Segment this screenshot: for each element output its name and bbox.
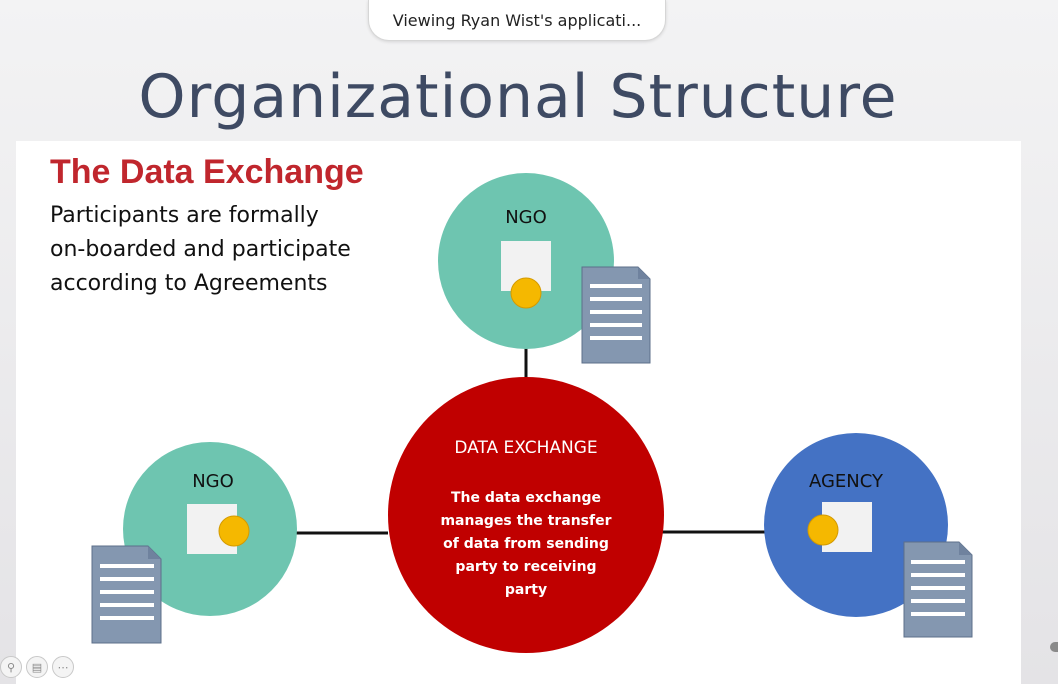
more-icon[interactable]: ⋯ [52, 656, 74, 678]
agency-node: AGENCY [764, 433, 948, 617]
data-exchange-body-line: manages the transfer [440, 513, 611, 529]
sharing-status-text: Viewing Ryan Wist's applicati... [392, 10, 642, 30]
data-exchange-circle [388, 377, 664, 653]
data-exchange-node: DATA EXCHANGE The data exchange manages … [388, 377, 664, 653]
slide-heading: The Data Exchange [50, 153, 364, 191]
left-ngo-node: NGO [123, 442, 297, 616]
description-line: on-boarded and participate [50, 237, 351, 262]
sharing-status-banner[interactable]: Viewing Ryan Wist's applicati... [368, 0, 666, 41]
agency-label: AGENCY [809, 471, 884, 492]
org-structure-diagram: NGO NGO [91, 173, 973, 653]
slide-description: Participants are formally on-boarded and… [50, 199, 410, 301]
data-exchange-body-line: of data from sending [443, 536, 609, 552]
data-exchange-body-line: party [505, 582, 547, 598]
scroll-handle[interactable] [1050, 642, 1058, 652]
left-ngo-label: NGO [192, 471, 234, 492]
document-icon [903, 541, 973, 638]
slide-content: The Data Exchange Participants are forma… [16, 141, 1021, 684]
document-icon [581, 266, 651, 364]
left-connector-dot [218, 515, 250, 547]
presentation-controls: ⚲ ▤ ⋯ [0, 656, 74, 682]
top-ngo-node: NGO [438, 173, 614, 349]
search-icon[interactable]: ⚲ [0, 656, 22, 678]
top-ngo-label: NGO [505, 207, 547, 228]
description-line: Participants are formally [50, 203, 319, 228]
slide-title: Organizational Structure [138, 62, 898, 132]
right-connector-dot [807, 514, 839, 546]
data-exchange-body-line: party to receiving [455, 559, 596, 575]
data-exchange-body-line: The data exchange [451, 490, 601, 506]
description-line: according to Agreements [50, 271, 328, 296]
data-exchange-title: DATA EXCHANGE [454, 438, 597, 458]
top-connector-dot [510, 277, 542, 309]
document-icon [91, 545, 162, 644]
slides-icon[interactable]: ▤ [26, 656, 48, 678]
